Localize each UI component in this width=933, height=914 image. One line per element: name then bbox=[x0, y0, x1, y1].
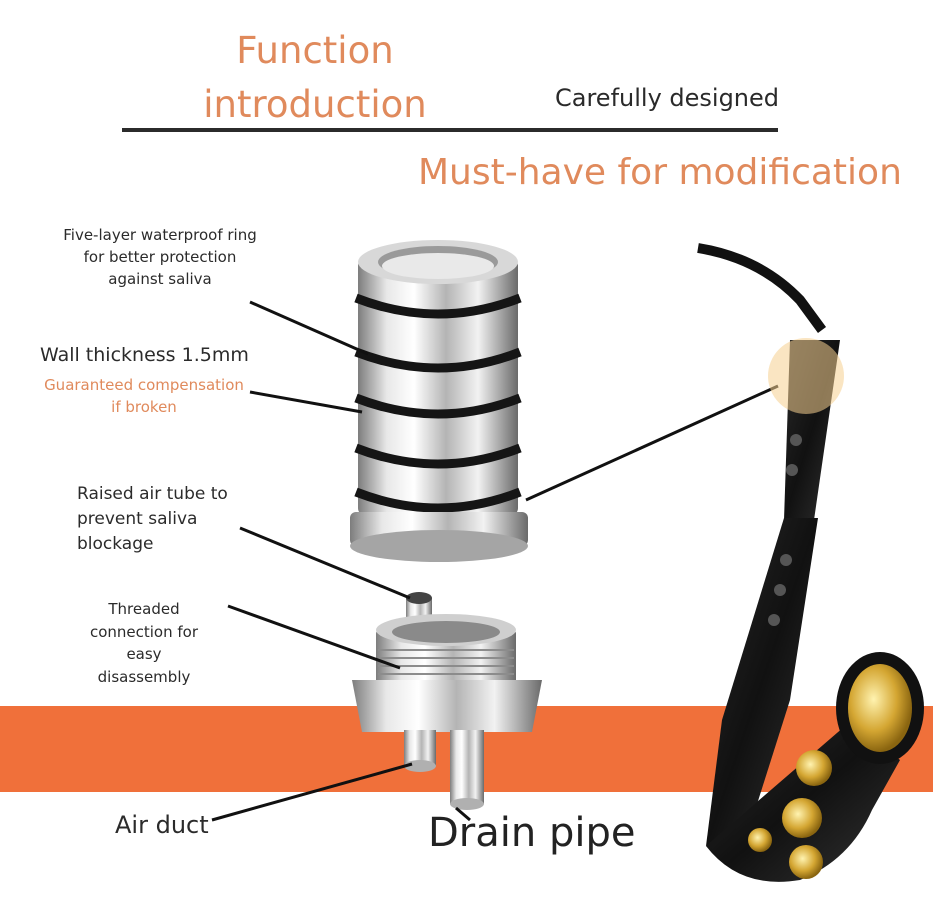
leader-lines bbox=[211, 300, 779, 822]
title-line-1: Function bbox=[236, 29, 394, 72]
header-divider bbox=[122, 128, 778, 132]
drain-pipe-label: Drain pipe bbox=[428, 810, 636, 856]
title-line-2: introduction bbox=[203, 83, 427, 126]
threaded-base bbox=[352, 614, 542, 810]
highlight-circle bbox=[768, 338, 844, 414]
threaded-connection-label: Threaded connection for easy disassembly bbox=[89, 600, 199, 686]
air-duct-label: Air duct bbox=[115, 811, 209, 839]
saxophone-image bbox=[697, 243, 924, 882]
wall-thickness-label: Wall thickness 1.5mm bbox=[40, 344, 249, 366]
waterproof-ring-label: Five-layer waterproof ring for better pr… bbox=[63, 226, 257, 288]
ring-cylinder bbox=[350, 240, 528, 562]
tagline: Carefully designed bbox=[555, 84, 780, 112]
raised-tube-label: Raised air tube to prevent saliva blocka… bbox=[77, 484, 228, 554]
subtitle: Must-have for modification bbox=[418, 152, 902, 193]
guarantee-label: Guaranteed compensation if broken bbox=[44, 376, 244, 416]
